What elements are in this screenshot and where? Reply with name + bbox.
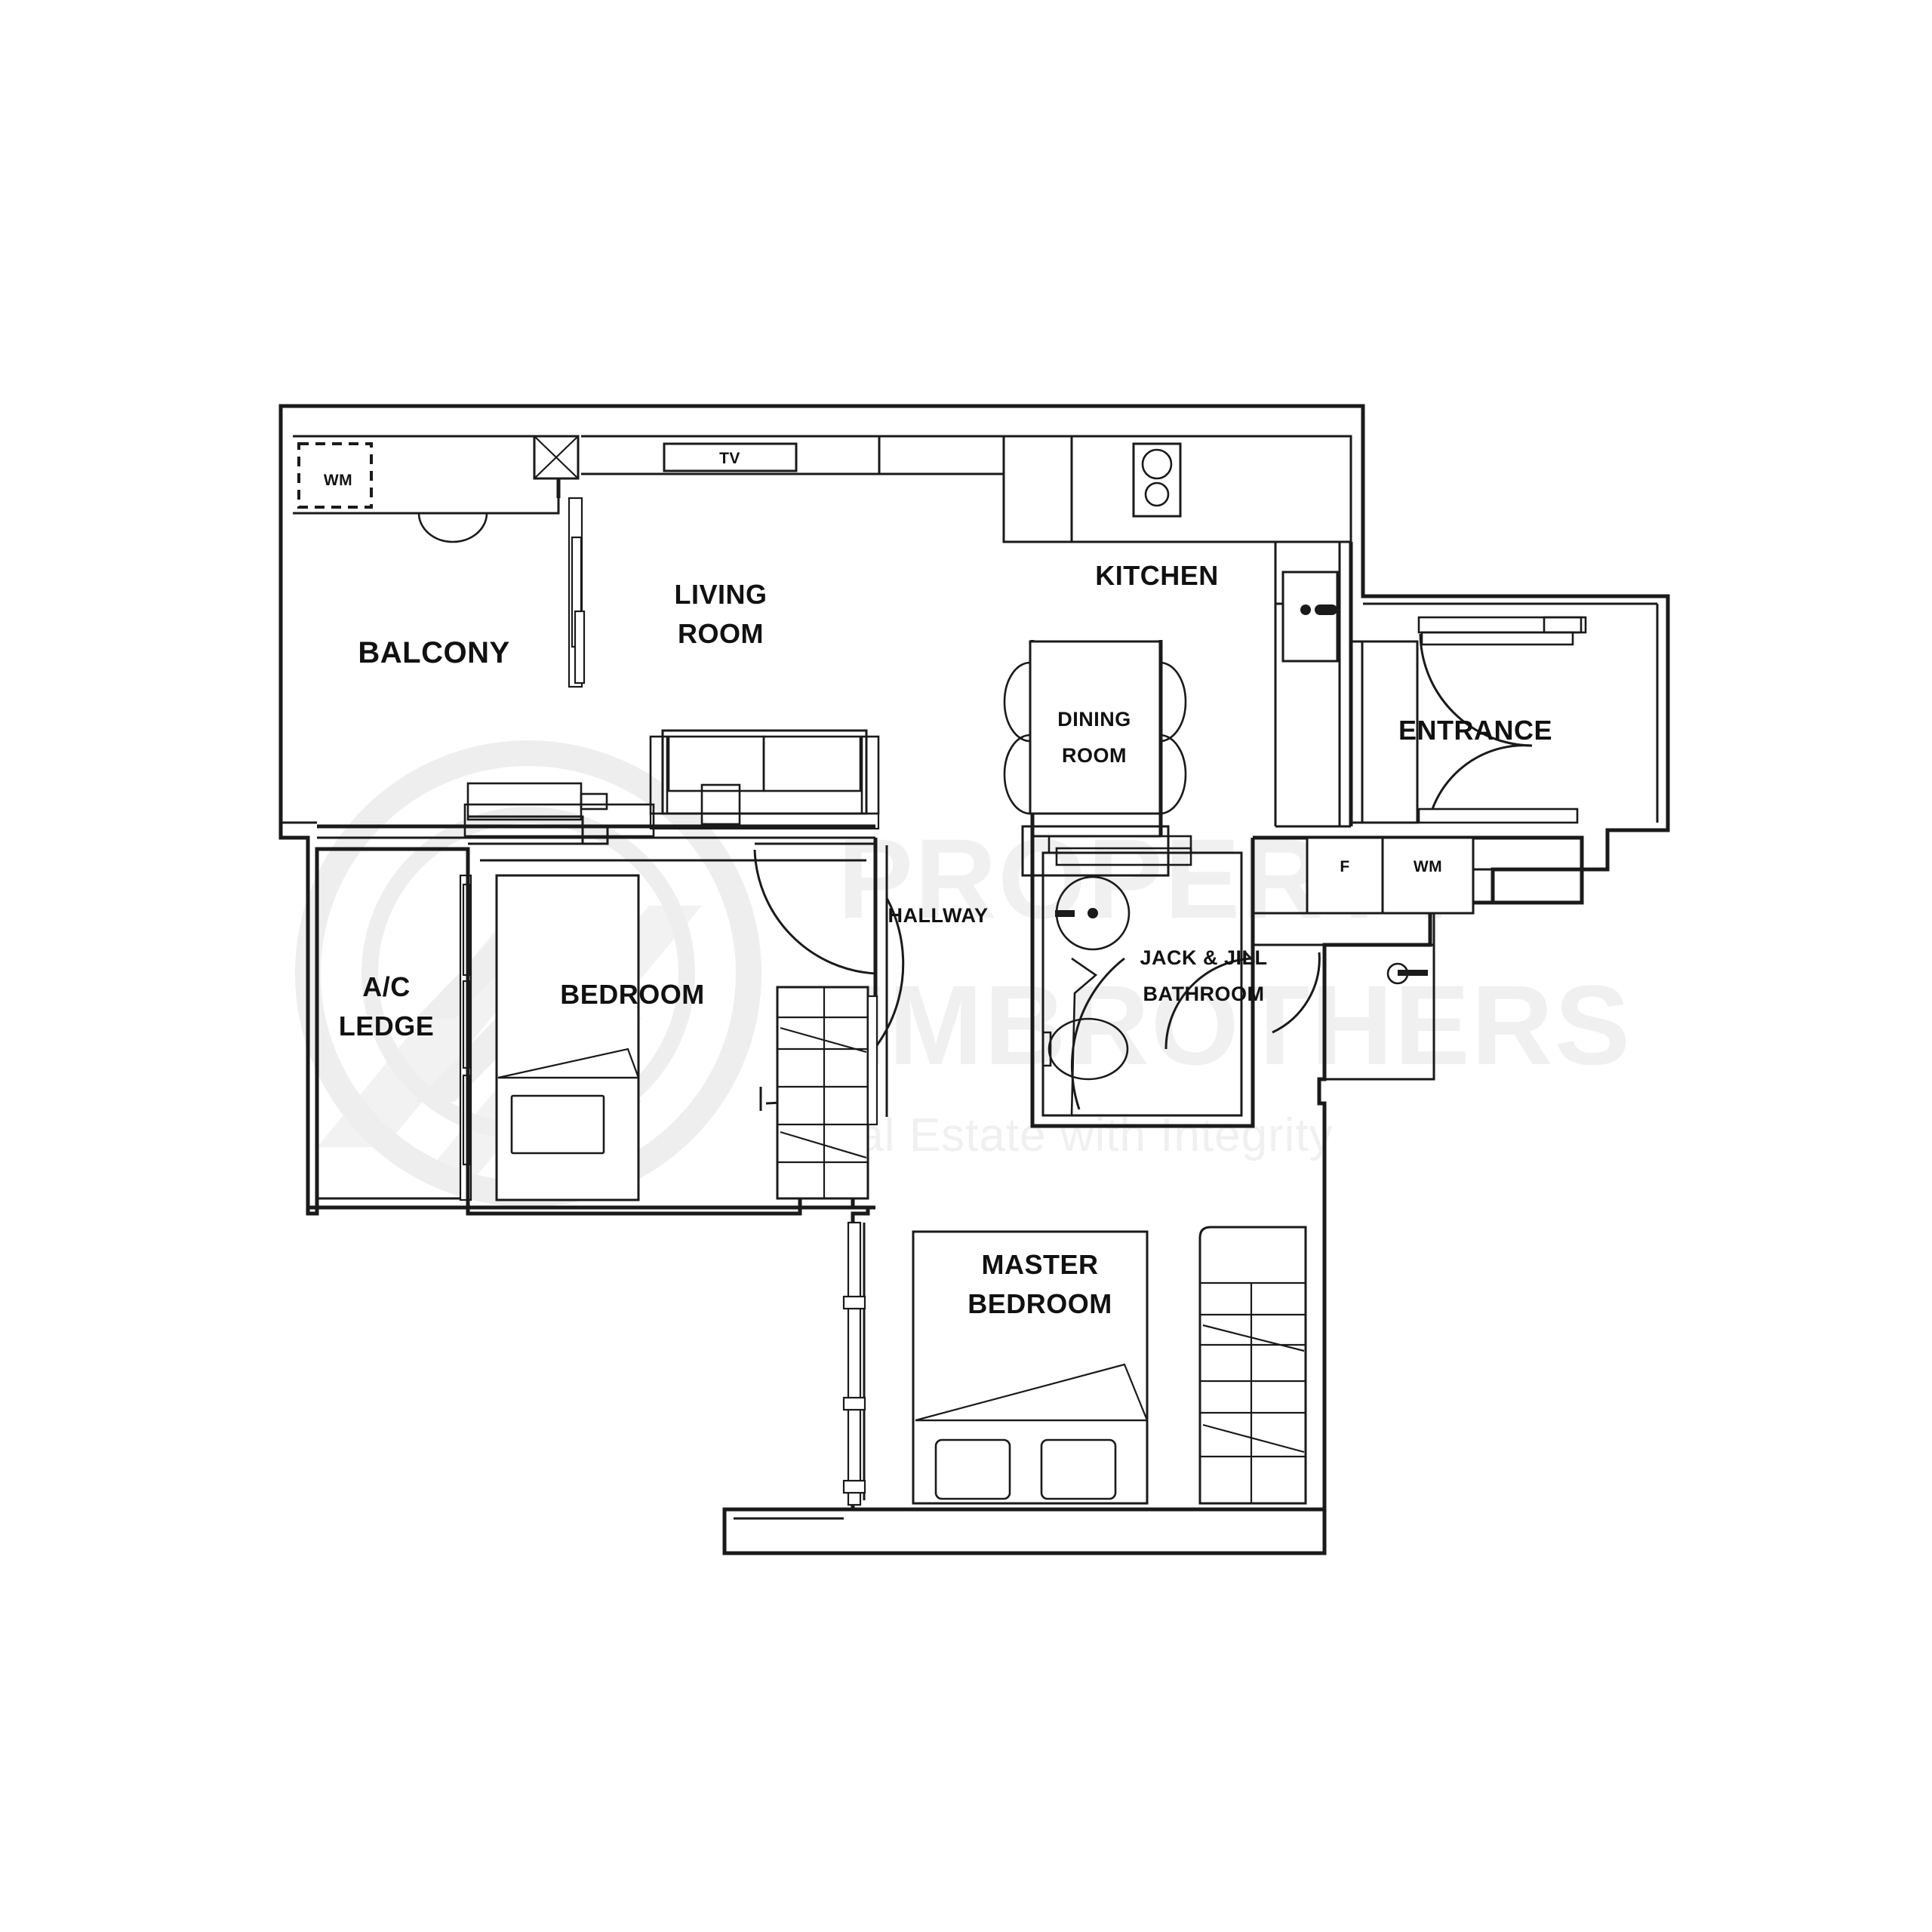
master-bedroom-area (722, 1214, 1324, 1555)
room-label-kitchen: KITCHEN (1095, 560, 1219, 591)
bathroom-master-door-symbol (1164, 951, 1256, 1050)
room-label-master-bedroom-2: BEDROOM (968, 1288, 1112, 1319)
svg-text:TV: TV (719, 450, 740, 467)
room-label-living-room-1: LIVING (674, 579, 767, 610)
room-label-bathroom-2: BATHROOM (1143, 983, 1265, 1005)
bedroom-wardrobe-icon (776, 986, 878, 1200)
side-cabinet (463, 782, 741, 838)
room-label-dining-room-1: DINING (1057, 708, 1131, 731)
bedroom-door-symbol (753, 842, 877, 989)
svg-text:F: F (1340, 858, 1349, 875)
balcony-wm-label: WM (324, 472, 352, 489)
room-label-bathroom-1: JACK & JILL (1140, 946, 1267, 969)
stove-hob-icon (1132, 442, 1182, 518)
room-label-balcony: BALCONY (358, 636, 509, 669)
queen-bed-icon (912, 1230, 1149, 1505)
entrance-area (1351, 602, 1659, 824)
svg-text:Real Estate with Integrity: Real Estate with Integrity (796, 1109, 1334, 1161)
room-label-bedroom: BEDROOM (560, 979, 705, 1010)
dining-table-icon (1003, 640, 1187, 815)
room-label-entrance: ENTRANCE (1398, 715, 1552, 746)
entrance-inner-door-symbol (1417, 744, 1579, 824)
room-label-ac-ledge-1: A/C (362, 971, 411, 1002)
single-bed-icon (495, 874, 640, 1201)
room-label-master-bedroom-1: MASTER (982, 1249, 1099, 1280)
master-balcony-sliding-door (842, 1221, 866, 1506)
bathroom-area (1030, 836, 1256, 1128)
sink-icon (1055, 875, 1131, 951)
kitchen-area (1002, 435, 1353, 828)
fridge-symbol: F (1306, 836, 1384, 915)
kitchen-door-symbol (1281, 571, 1339, 663)
entrance-main-door-symbol (1417, 616, 1587, 747)
utility-washing-machine-symbol: WM (1381, 836, 1475, 915)
balcony-sliding-door (568, 497, 586, 688)
sofa-icon (649, 729, 880, 830)
room-label-living-room-2: ROOM (678, 618, 764, 649)
utility-area: F WM (1251, 835, 1584, 1081)
bathroom-inner-door-symbol (1070, 957, 1125, 1110)
service-duct-icon (533, 435, 580, 480)
living-room-area: TV (317, 435, 1005, 839)
room-label-hallway: HALLWAY (888, 904, 988, 927)
toilet-icon (1041, 1017, 1129, 1081)
master-wardrobe-icon (1198, 1226, 1307, 1505)
svg-text:WM: WM (1414, 858, 1442, 875)
balcony-area: WM (281, 435, 586, 824)
basin-icon (417, 512, 488, 543)
bedroom-area (466, 815, 878, 1210)
dining-room-area (1003, 640, 1192, 877)
living-room-tv-symbol: TV (663, 442, 798, 472)
balcony-washing-machine-symbol (297, 442, 373, 509)
room-labels: BALCONY LIVING ROOM KITCHEN DINING ROOM … (339, 560, 1552, 1319)
room-label-dining-room-2: ROOM (1062, 744, 1127, 767)
svg-text:LIMBROTHERS: LIMBROTHERS (785, 961, 1632, 1088)
utility-door-symbol (1253, 943, 1435, 1081)
room-label-ac-ledge-2: LEDGE (339, 1011, 435, 1041)
